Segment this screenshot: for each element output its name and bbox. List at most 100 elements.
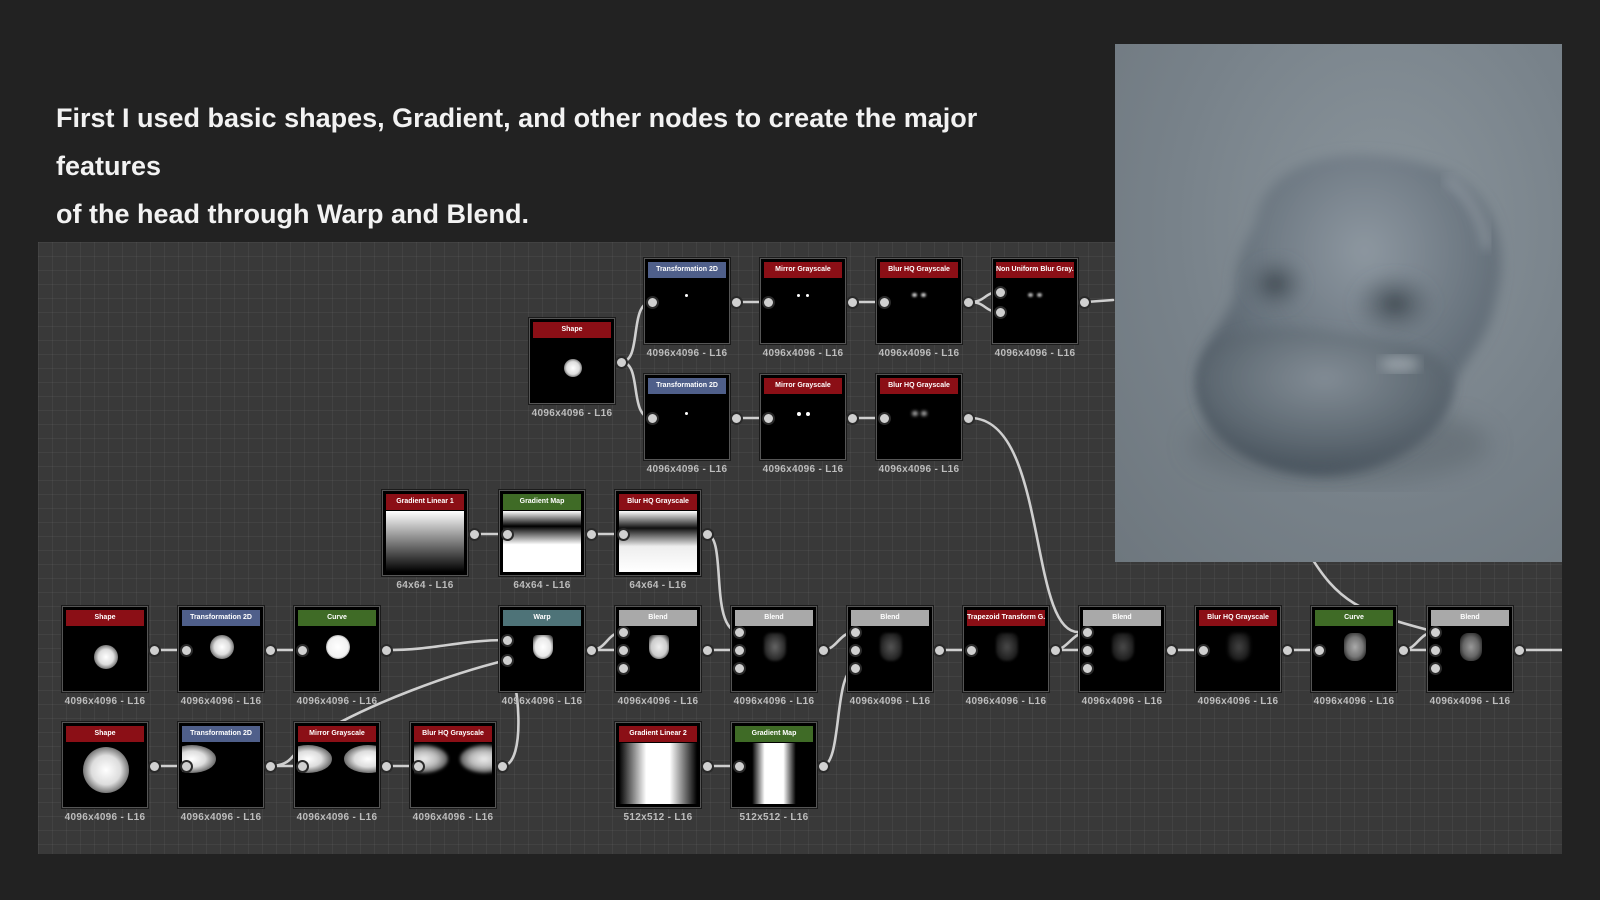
node-shape-bottom[interactable]: Shape 4096x4096 - L16	[62, 722, 161, 823]
output-port[interactable]	[701, 528, 714, 541]
input-port[interactable]	[1313, 644, 1326, 657]
node-trapezoid-transform[interactable]: Trapezoid Transform G... 4096x4096 - L16	[963, 606, 1062, 707]
node-mirror-bottom[interactable]: Mirror Grayscale 4096x4096 - L16	[294, 722, 393, 823]
node-blur-mid[interactable]: Blur HQ Grayscale 64x64 - L16	[615, 490, 714, 591]
node-transform-bottom[interactable]: Transformation 2D 4096x4096 - L16	[178, 722, 277, 823]
input-port[interactable]	[762, 412, 775, 425]
input-port[interactable]	[501, 634, 514, 647]
input-port[interactable]	[849, 626, 862, 639]
output-port[interactable]	[962, 296, 975, 309]
input-port[interactable]	[1081, 626, 1094, 639]
input-port[interactable]	[617, 644, 630, 657]
output-port[interactable]	[933, 644, 946, 657]
output-port[interactable]	[585, 644, 598, 657]
input-port[interactable]	[617, 662, 630, 675]
node-transform-main[interactable]: Transformation 2D 4096x4096 - L16	[178, 606, 277, 707]
input-port[interactable]	[180, 644, 193, 657]
input-port[interactable]	[1429, 644, 1442, 657]
output-port[interactable]	[1078, 296, 1091, 309]
input-port[interactable]	[733, 644, 746, 657]
input-port[interactable]	[501, 528, 514, 541]
output-port[interactable]	[1397, 644, 1410, 657]
output-port[interactable]	[468, 528, 481, 541]
output-port[interactable]	[846, 296, 859, 309]
node-transform-top-b[interactable]: Transformation 2D 4096x4096 - L16	[644, 374, 743, 475]
node-blur-bottom[interactable]: Blur HQ Grayscale 4096x4096 - L16	[410, 722, 509, 823]
input-port[interactable]	[878, 412, 891, 425]
input-port[interactable]	[733, 662, 746, 675]
node-curve-main[interactable]: Curve 4096x4096 - L16	[294, 606, 393, 707]
node-title: Warp	[503, 610, 581, 626]
node-blend-4[interactable]: Blend 4096x4096 - L16	[1079, 606, 1178, 707]
output-port[interactable]	[148, 644, 161, 657]
output-port[interactable]	[730, 296, 743, 309]
node-gradient-linear-2[interactable]: Gradient Linear 2 512x512 - L16	[615, 722, 714, 823]
output-port[interactable]	[380, 644, 393, 657]
input-port[interactable]	[1081, 662, 1094, 675]
node-title: Blur HQ Grayscale	[414, 726, 492, 742]
input-port[interactable]	[296, 760, 309, 773]
output-port[interactable]	[264, 760, 277, 773]
input-port[interactable]	[617, 528, 630, 541]
node-transform-top-a[interactable]: Transformation 2D 4096x4096 - L16	[644, 258, 743, 359]
input-port[interactable]	[733, 760, 746, 773]
output-port[interactable]	[264, 644, 277, 657]
output-port[interactable]	[1513, 644, 1526, 657]
node-gradient-map-mid[interactable]: Gradient Map 64x64 - L16	[499, 490, 598, 591]
input-port[interactable]	[617, 626, 630, 639]
output-port[interactable]	[615, 356, 628, 369]
input-port[interactable]	[1081, 644, 1094, 657]
node-gradient-linear-1[interactable]: Gradient Linear 1 64x64 - L16	[382, 490, 481, 591]
input-port[interactable]	[849, 644, 862, 657]
input-port[interactable]	[646, 296, 659, 309]
node-blur-main[interactable]: Blur HQ Grayscale 4096x4096 - L16	[1195, 606, 1294, 707]
output-port[interactable]	[1281, 644, 1294, 657]
node-preview	[182, 743, 260, 804]
output-port[interactable]	[962, 412, 975, 425]
input-port[interactable]	[412, 760, 425, 773]
input-port[interactable]	[1429, 662, 1442, 675]
output-port[interactable]	[380, 760, 393, 773]
node-curve-end[interactable]: Curve 4096x4096 - L16	[1311, 606, 1410, 707]
input-port[interactable]	[965, 644, 978, 657]
output-port[interactable]	[817, 644, 830, 657]
output-port[interactable]	[730, 412, 743, 425]
node-mirror-top-b[interactable]: Mirror Grayscale 4096x4096 - L16	[760, 374, 859, 475]
input-port[interactable]	[878, 296, 891, 309]
input-port[interactable]	[733, 626, 746, 639]
node-shape-top[interactable]: Shape 4096x4096 - L16	[529, 318, 628, 419]
node-blur-top-a[interactable]: Blur HQ Grayscale 4096x4096 - L16	[876, 258, 975, 359]
output-port[interactable]	[1165, 644, 1178, 657]
input-port[interactable]	[1429, 626, 1442, 639]
output-port[interactable]	[817, 760, 830, 773]
input-port[interactable]	[1197, 644, 1210, 657]
node-mirror-top-a[interactable]: Mirror Grayscale 4096x4096 - L16	[760, 258, 859, 359]
output-port[interactable]	[585, 528, 598, 541]
input-port[interactable]	[501, 654, 514, 667]
output-port[interactable]	[496, 760, 509, 773]
node-preview	[533, 339, 611, 400]
output-port[interactable]	[1049, 644, 1062, 657]
input-port[interactable]	[180, 760, 193, 773]
input-port[interactable]	[762, 296, 775, 309]
input-port[interactable]	[849, 662, 862, 675]
input-port[interactable]	[296, 644, 309, 657]
output-port[interactable]	[846, 412, 859, 425]
node-shape-main[interactable]: Shape 4096x4096 - L16	[62, 606, 161, 707]
output-port[interactable]	[701, 644, 714, 657]
node-nonuniform-blur[interactable]: Non Uniform Blur Gray... 4096x4096 - L16	[992, 258, 1091, 359]
node-gradient-map-bottom[interactable]: Gradient Map 512x512 - L16	[731, 722, 830, 823]
output-port[interactable]	[148, 760, 161, 773]
node-blend-3[interactable]: Blend 4096x4096 - L16	[847, 606, 946, 707]
node-title: Shape	[66, 610, 144, 626]
node-warp[interactable]: Warp 4096x4096 - L16	[499, 606, 598, 707]
input-port[interactable]	[994, 286, 1007, 299]
input-port[interactable]	[646, 412, 659, 425]
node-blend-2[interactable]: Blend 4096x4096 - L16	[731, 606, 830, 707]
node-resolution: 64x64 - L16	[513, 580, 571, 591]
input-port[interactable]	[994, 306, 1007, 319]
node-blur-top-b[interactable]: Blur HQ Grayscale 4096x4096 - L16	[876, 374, 975, 475]
node-blend-end[interactable]: Blend 4096x4096 - L16	[1427, 606, 1526, 707]
node-blend-1[interactable]: Blend 4096x4096 - L16	[615, 606, 714, 707]
output-port[interactable]	[701, 760, 714, 773]
